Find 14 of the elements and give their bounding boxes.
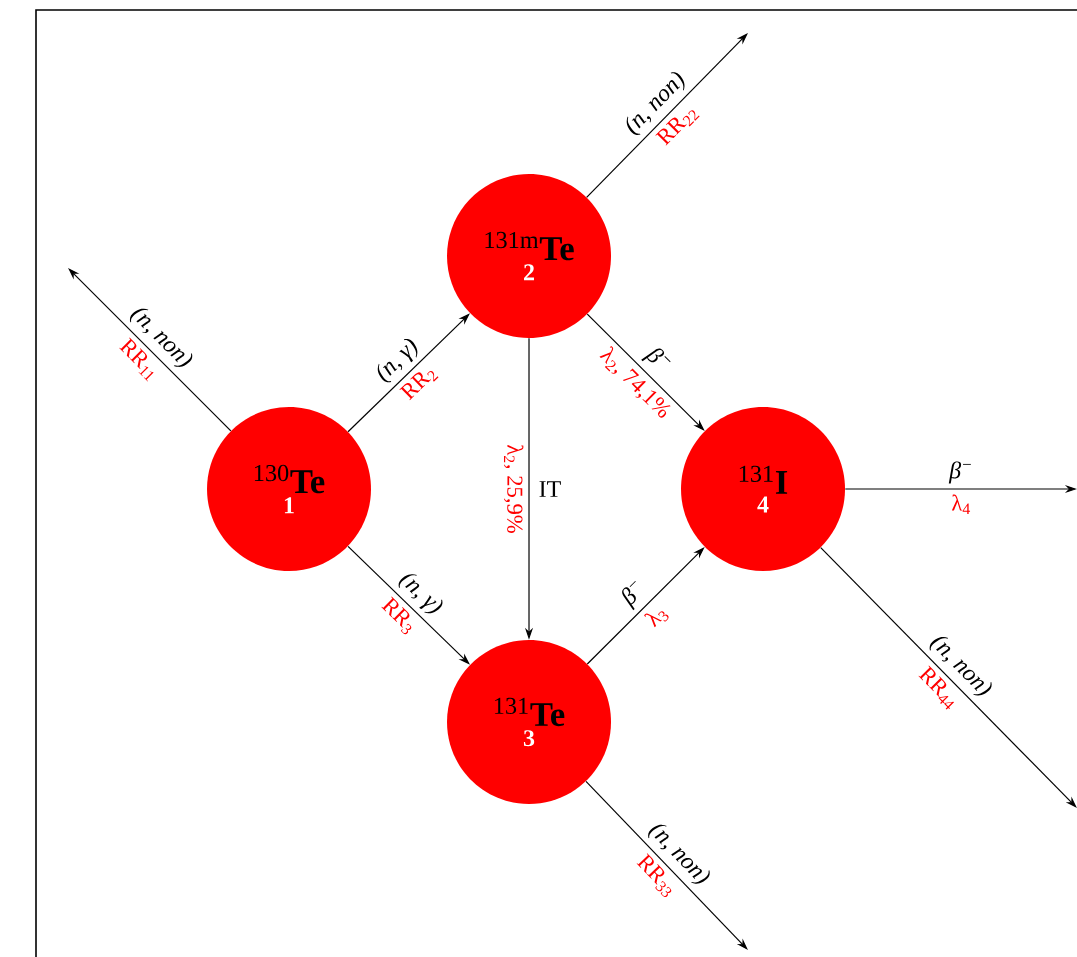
- arrow: [68, 268, 232, 432]
- edge-label: IT: [539, 481, 561, 497]
- rate-label: λ$_{2}$, 25,9%: [503, 444, 524, 533]
- rate-label: RR$_{11}$: [119, 337, 154, 382]
- rate-label: RR$_{22}$: [655, 110, 700, 146]
- edge-label: β$^{−}$: [948, 461, 971, 484]
- arrow: [585, 780, 748, 950]
- arrow: [586, 33, 748, 198]
- edge-label: β$^{−}$: [641, 348, 671, 363]
- rate-label: RR$_{33}$: [636, 853, 672, 898]
- arrow: [820, 547, 1077, 808]
- edge-label: β$^{−}$: [622, 580, 636, 611]
- rate-label: λ$_{4}$: [951, 494, 971, 514]
- rate-label: λ$_{3}$: [644, 611, 669, 628]
